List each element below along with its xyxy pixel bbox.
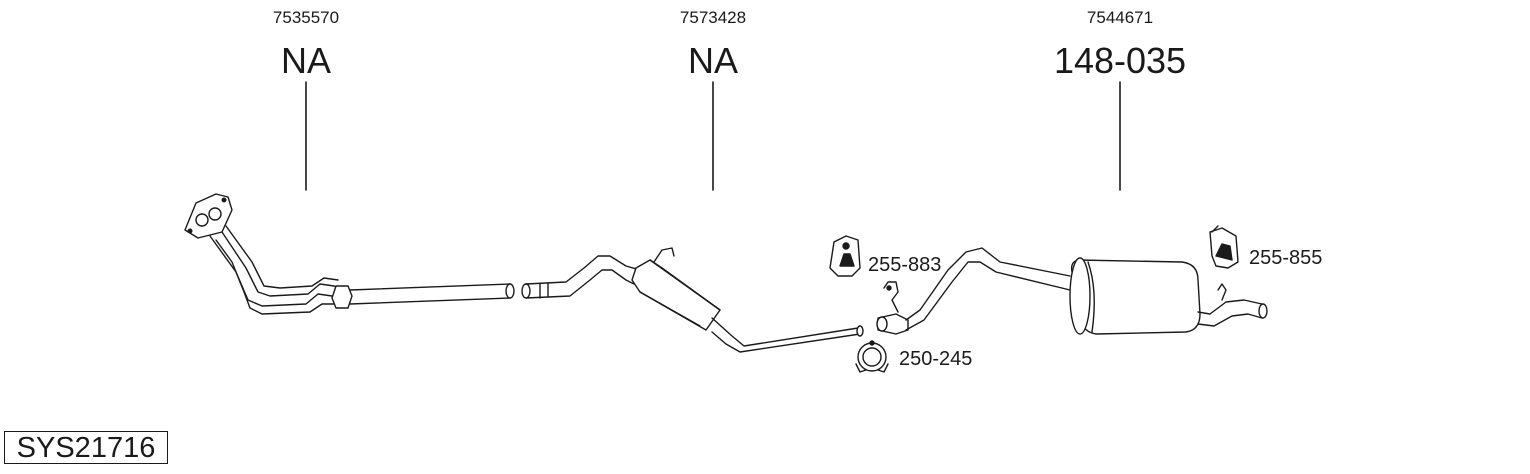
oe-number-front-pipe: 7535570 xyxy=(272,8,340,27)
system-code-box: SYS21716 xyxy=(4,431,168,464)
accessory-label-hanger[interactable]: 255-883 xyxy=(868,254,942,276)
pipe-clamp-icon[interactable] xyxy=(855,340,889,373)
oe-number-middle-silencer: 7573428 xyxy=(679,8,747,27)
oe-number-rear-silencer: 7544671 xyxy=(1086,8,1154,27)
front-pipe[interactable] xyxy=(184,193,515,315)
rubber-mount-icon[interactable] xyxy=(1209,225,1239,269)
middle-silencer[interactable] xyxy=(521,247,864,353)
part-number-middle-silencer[interactable]: NA xyxy=(687,40,738,81)
accessory-label-mount[interactable]: 255-855 xyxy=(1249,247,1323,269)
accessory-label-clamp[interactable]: 250-245 xyxy=(899,348,973,370)
rear-silencer[interactable] xyxy=(876,247,1268,335)
part-number-rear-silencer[interactable]: 148-035 xyxy=(1053,40,1187,81)
part-number-front-pipe[interactable]: NA xyxy=(280,40,331,81)
rubber-hanger-icon[interactable] xyxy=(829,235,861,277)
